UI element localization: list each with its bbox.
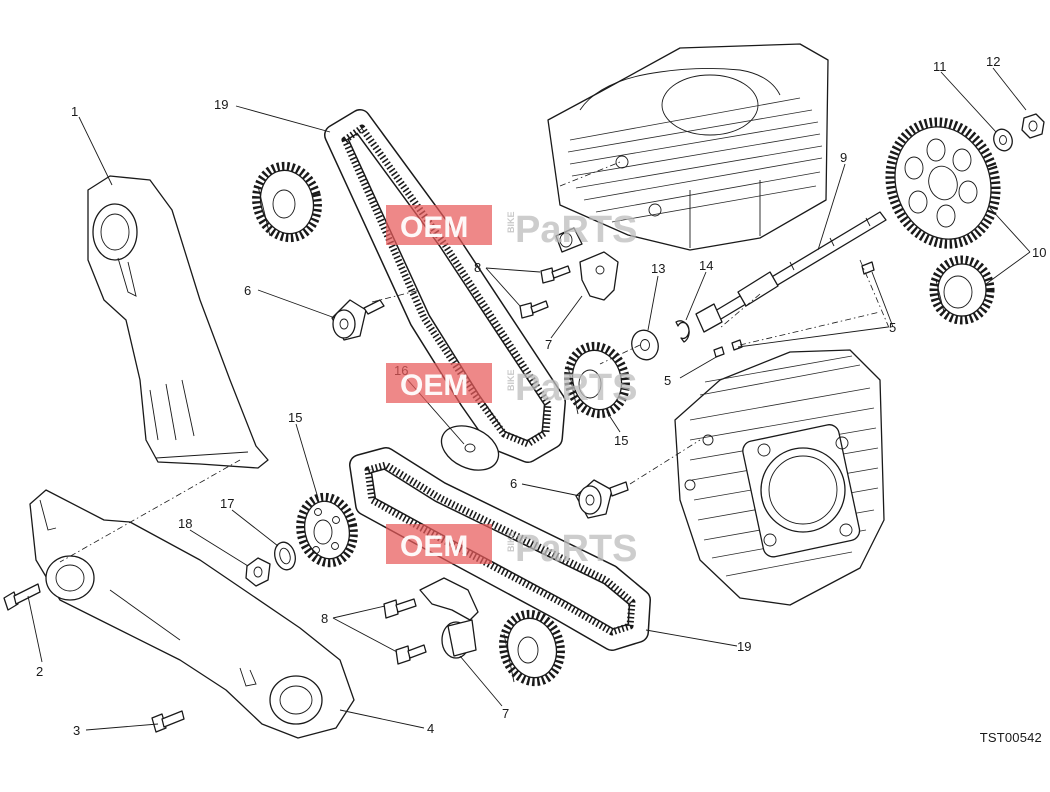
tensioner-roller-6-lower: [575, 479, 629, 519]
circlip-17: [274, 541, 296, 571]
pulley-lower-front: [499, 609, 565, 687]
tensioner-roller-6-upper: [331, 299, 385, 341]
callout-1: 1: [71, 104, 78, 119]
upper-cylinder-head: [547, 43, 829, 251]
callout-labels: 1 2 3 4 5 5 6 6 7 7 8 8 9 10 11 12 13 14…: [36, 54, 1046, 738]
callout-3: 3: [73, 723, 80, 738]
watermark-box-text: OEM: [400, 369, 468, 402]
callout-5a: 5: [889, 320, 896, 335]
belt-cover-lower: [29, 489, 355, 739]
screws-8-lower: [383, 598, 427, 665]
nut-18: [245, 557, 271, 587]
callout-8a: 8: [474, 260, 481, 275]
screw-3: [151, 710, 185, 733]
callout-13: 13: [651, 261, 665, 276]
callout-11: 11: [933, 59, 947, 74]
callout-18: 18: [178, 516, 192, 531]
assembly-axis-lines: [59, 161, 891, 563]
callout-6a: 6: [244, 283, 251, 298]
camshaft-gear-large: [885, 117, 1001, 249]
timing-belt-upper: [324, 109, 566, 463]
callout-6b: 6: [510, 476, 517, 491]
pulley-15-upper: [564, 341, 630, 419]
callout-7b: 7: [502, 706, 509, 721]
callout-7a: 7: [545, 337, 552, 352]
callout-15a: 15: [288, 410, 302, 425]
circlip-14: [675, 320, 690, 343]
watermark-box: [386, 363, 492, 403]
callout-17: 17: [220, 496, 234, 511]
callout-5b: 5: [664, 373, 671, 388]
nut-12: [1021, 113, 1045, 139]
screws-8-upper: [519, 265, 571, 319]
callout-15b: 15: [614, 433, 628, 448]
pulley-upper-rear: [252, 161, 322, 243]
watermark-grey-text: PaRTS: [515, 209, 637, 251]
callout-14: 14: [699, 258, 713, 273]
watermark-box-text: OEM: [400, 530, 468, 563]
washer-11: [993, 128, 1013, 152]
tensioner-bracket-7-lower: [419, 577, 479, 659]
callout-4: 4: [427, 721, 434, 736]
drawing-code: TST00542: [979, 730, 1042, 745]
callout-2: 2: [36, 664, 43, 679]
watermark-small-text: BIKE: [506, 369, 516, 391]
woodruff-key-group: [713, 261, 875, 358]
watermark-grey-text: PaRTS: [515, 528, 637, 570]
callout-8b: 8: [321, 611, 328, 626]
callout-10: 10: [1032, 245, 1046, 260]
pulley-15-lower: [296, 492, 358, 568]
callout-9: 9: [840, 150, 847, 165]
camshaft: [695, 211, 887, 333]
callout-19a: 19: [214, 97, 228, 112]
watermark-3: OEM BIKE PaRTS: [386, 524, 637, 570]
leader-lines: [27, 67, 1031, 731]
watermark-1: OEM BIKE PaRTS: [386, 205, 637, 251]
lower-cylinder-head: [674, 349, 885, 606]
watermark-small-text: BIKE: [506, 530, 516, 552]
spacer-washer-16: [440, 425, 500, 471]
tensioner-bracket-7-upper: [555, 227, 619, 301]
belt-cover-upper: [87, 175, 269, 469]
callout-12: 12: [986, 54, 1000, 69]
callout-19b: 19: [737, 639, 751, 654]
camshaft-gear-small: [929, 255, 995, 325]
washer-13: [631, 329, 659, 361]
watermark-grey-text: PaRTS: [515, 367, 637, 409]
watermark-box: [386, 524, 492, 564]
watermark-box: [386, 205, 492, 245]
watermark-2: OEM BIKE PaRTS: [386, 363, 637, 409]
watermark-small-text: BIKE: [506, 211, 516, 233]
screw-2: [3, 583, 41, 611]
watermark-box-text: OEM: [400, 211, 468, 244]
